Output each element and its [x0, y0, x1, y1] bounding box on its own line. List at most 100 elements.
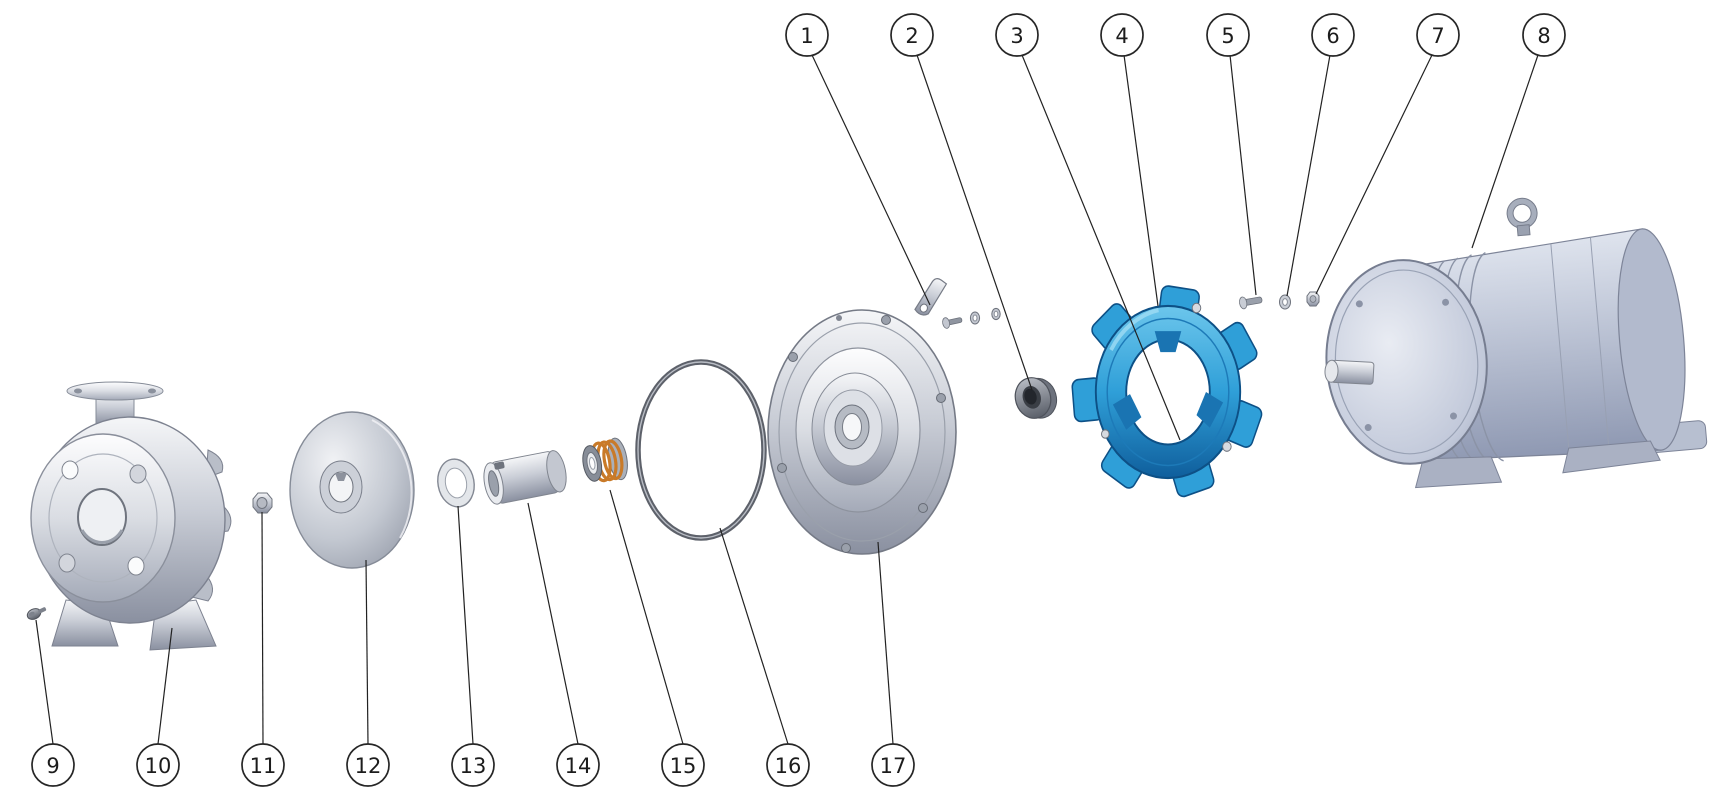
callout-balloon-7: 7: [1416, 13, 1460, 57]
callout-balloon-8: 8: [1522, 13, 1566, 57]
bolt-hole: [58, 553, 76, 573]
leader-line-5: [1229, 54, 1257, 296]
part-15-mechanical-seal: [582, 437, 628, 483]
callout-balloon-11: 11: [241, 743, 285, 787]
part-14-shaft-sleeve: [483, 450, 567, 505]
part-2-shaft-collar: [1014, 377, 1058, 419]
part-17-backplate: [767, 309, 957, 555]
backplate-bore: [842, 413, 862, 441]
callout-balloon-12: 12: [346, 743, 390, 787]
balloon-circle: [31, 743, 75, 787]
leader-line-16: [719, 527, 789, 745]
leader-line-3: [1021, 54, 1181, 441]
balloon-circle: [346, 743, 390, 787]
balloon-number: 8: [1537, 24, 1550, 48]
sleeve-slot: [494, 461, 505, 470]
balloon-number: 15: [670, 754, 697, 778]
bolt-hole: [788, 352, 798, 362]
callout-balloon-5: 5: [1206, 13, 1250, 57]
leader-line-1: [811, 54, 931, 306]
balloon-number: 5: [1221, 24, 1234, 48]
part-9-screw: [26, 607, 47, 620]
leader-line-10: [157, 627, 173, 745]
coupling-jaw: [1154, 331, 1182, 353]
leader-line-9: [35, 619, 54, 745]
callout-balloon-6: 6: [1311, 13, 1355, 57]
balloon-circle: [661, 743, 705, 787]
bolt-hole: [936, 393, 946, 403]
small-screw: [942, 317, 963, 329]
balloon-number: 2: [905, 24, 918, 48]
part-12-impeller: [289, 411, 415, 569]
callout-balloon-16: 16: [766, 743, 810, 787]
motor-eyebolt: [1506, 197, 1538, 237]
bolt-hole: [61, 460, 79, 480]
callout-balloon-3: 3: [995, 13, 1039, 57]
balloon-circle: [995, 13, 1039, 57]
balloon-number: 1: [800, 24, 813, 48]
callout-balloon-9: 9: [31, 743, 75, 787]
bolt-hole: [127, 556, 145, 576]
callout-balloon-10: 10: [136, 743, 180, 787]
bolt-hole: [129, 464, 147, 484]
part-3-4-coupling: [1071, 285, 1263, 498]
balloon-number: 17: [880, 754, 907, 778]
balloon-circle: [1100, 13, 1144, 57]
coupling-bore: [1125, 338, 1211, 446]
coupling-jaw: [1112, 394, 1142, 430]
leader-line-17: [877, 541, 894, 745]
leader-line-14: [527, 502, 579, 745]
motor-shaft: [1324, 359, 1375, 385]
balloon-circle: [556, 743, 600, 787]
face-bolt: [1355, 300, 1363, 308]
balloon-circle: [785, 13, 829, 57]
callout-balloon-15: 15: [661, 743, 705, 787]
balloon-circle: [1522, 13, 1566, 57]
balloon-number: 9: [46, 754, 59, 778]
balloon-circle: [871, 743, 915, 787]
part-7-nut: [1306, 291, 1320, 307]
face-bolt: [1450, 412, 1458, 420]
balloon-circle: [1416, 13, 1460, 57]
callout-balloon-14: 14: [556, 743, 600, 787]
balloon-circle: [890, 13, 934, 57]
suction-flange: [66, 381, 164, 401]
part-6-lock-washer: [1279, 294, 1291, 310]
part-11-impeller-nut: [252, 492, 273, 514]
balloon-circle: [136, 743, 180, 787]
coupling-pin: [1222, 441, 1232, 452]
callout-balloon-2: 2: [890, 13, 934, 57]
balloon-circle: [451, 743, 495, 787]
balloon-number: 14: [565, 754, 592, 778]
balloon-number: 3: [1010, 24, 1023, 48]
leader-lines: [35, 54, 1539, 745]
callout-balloon-17: 17: [871, 743, 915, 787]
leader-line-6: [1286, 54, 1331, 297]
fastener-set: [942, 307, 1001, 329]
balloon-circle: [1206, 13, 1250, 57]
face-bolt: [1364, 424, 1372, 432]
balloon-number: 11: [250, 754, 277, 778]
motor-end-cap: [1617, 228, 1686, 451]
leader-line-11: [261, 511, 264, 745]
balloon-number: 4: [1115, 24, 1128, 48]
keyway: [335, 473, 347, 481]
balloon-number: 7: [1431, 24, 1444, 48]
coupling-pin: [1191, 302, 1202, 314]
bolt-hole: [841, 543, 851, 553]
motor-foot: [1562, 440, 1661, 474]
part-1-retainer-clip: [914, 277, 948, 316]
balloon-circle: [241, 743, 285, 787]
balloon-number: 16: [775, 754, 802, 778]
coupling-jaw: [1196, 392, 1224, 428]
leader-line-7: [1315, 54, 1433, 295]
balloon-number: 13: [460, 754, 487, 778]
casing-bore: [77, 488, 127, 546]
leader-line-8: [1471, 54, 1539, 249]
leader-line-2: [916, 54, 1033, 391]
dowel-pin: [836, 315, 842, 321]
leader-line-4: [1123, 54, 1159, 307]
callout-balloon-13: 13: [451, 743, 495, 787]
